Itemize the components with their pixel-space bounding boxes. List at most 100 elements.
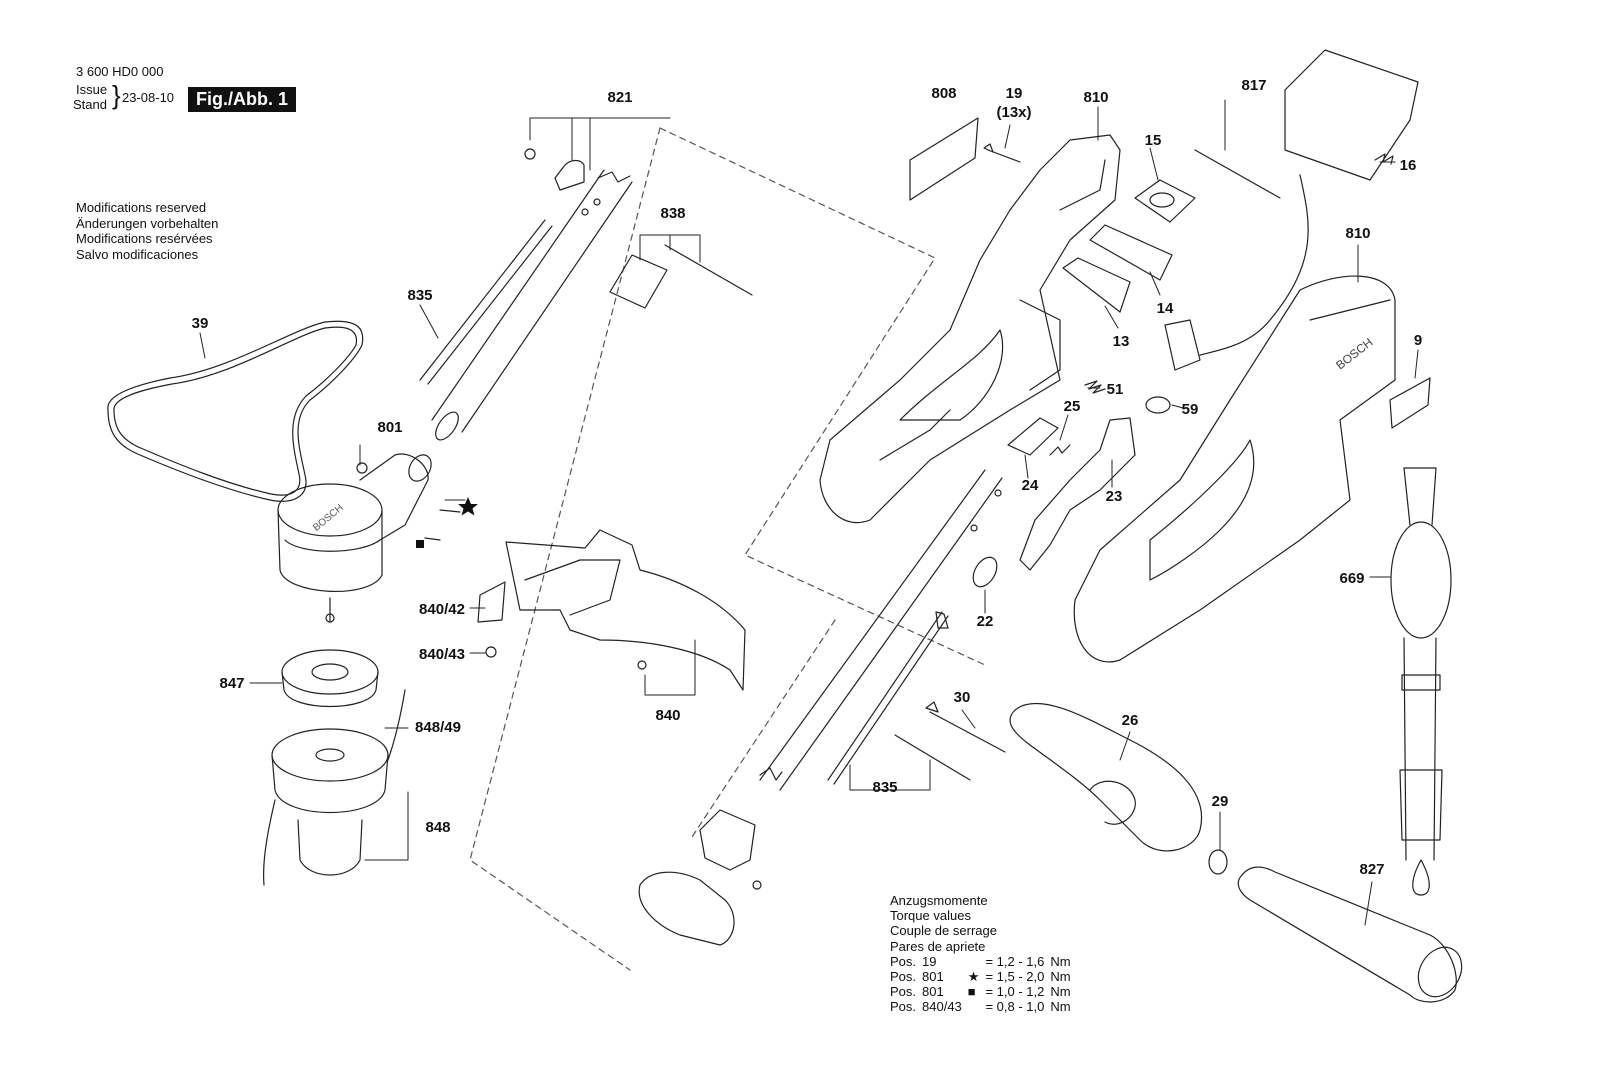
torque-title: Torque values — [890, 908, 971, 924]
switch-cover-part-14 — [1089, 224, 1173, 281]
callout-22: 22 — [977, 613, 994, 630]
star-mark — [458, 497, 478, 516]
torque-unit: Nm — [1050, 969, 1071, 985]
callout-9: 9 — [1414, 332, 1422, 349]
torque-unit: Nm — [1050, 984, 1071, 1000]
callout-848: 848 — [425, 819, 450, 836]
square-mark — [416, 540, 424, 548]
lock-button-part-24 — [1007, 417, 1059, 456]
cap-part-848 — [263, 689, 406, 886]
callout-817: 817 — [1241, 77, 1266, 94]
torque-pos: Pos. — [890, 969, 917, 985]
torque-title: Anzugsmomente — [890, 893, 988, 908]
tube-upper-part-821 — [431, 148, 633, 441]
modifications-line: Änderungen vorbehalten — [76, 215, 219, 231]
label-part-808 — [909, 117, 979, 201]
torque-table: Pos. 19 = 1,2 - 1,6 Nm Pos. 801 ★ = 1,5 … — [890, 954, 1077, 1015]
torque-item: 801 — [922, 969, 944, 985]
callout-848-49: 848/49 — [415, 719, 461, 736]
callout-840: 840 — [655, 707, 680, 724]
callout-838: 838 — [660, 205, 685, 222]
callout-51: 51 — [1107, 381, 1124, 398]
torque-value: = 1,5 - 2,0 — [985, 969, 1045, 985]
torque-mark — [968, 999, 986, 1014]
spool-part-847 — [281, 649, 379, 708]
callout-835: 835 — [407, 287, 432, 304]
callout-801: 801 — [377, 419, 402, 436]
callout-827: 827 — [1359, 861, 1384, 878]
torque-pos: Pos. — [890, 984, 917, 1000]
callout-29: 29 — [1212, 793, 1229, 810]
callout-840-42: 840/42 — [419, 601, 465, 618]
modifications-line: Salvo modificaciones — [76, 246, 199, 262]
cable-tie-part-835 — [894, 734, 971, 781]
document-number: 3 600 HD0 000 — [76, 64, 164, 79]
torque-mark — [968, 954, 986, 969]
torque-item: 840/43 — [922, 999, 962, 1015]
modifications-note: Modifications reserved Änderungen vorbeh… — [76, 200, 218, 262]
label-part-838 — [609, 244, 753, 309]
torque-item: 19 — [922, 953, 937, 969]
torque-row: Pos. 19 = 1,2 - 1,6 Nm — [890, 954, 1077, 969]
washer-part-29 — [1208, 849, 1228, 875]
aux-handle-part-26 — [1009, 702, 1203, 852]
callout-13: 13 — [1113, 333, 1130, 350]
bosch-logo-motor: BOSCH — [311, 502, 345, 533]
bosch-logo-housing: BOSCH — [1333, 335, 1375, 372]
callout-810-right: 810 — [1345, 225, 1370, 242]
brace: } — [112, 80, 121, 110]
issue-date: 23-08-10 — [122, 90, 175, 105]
modifications-line: Modifications resérvées — [76, 231, 213, 246]
torque-value: = 1,2 - 1,6 — [985, 953, 1045, 969]
torque-title: Couple de serrage — [890, 923, 997, 939]
torque-title: Pares de apriete — [890, 938, 986, 954]
grip-part-827 — [1237, 866, 1463, 1003]
callout-39: 39 — [192, 315, 209, 332]
torque-mark: ★ — [967, 969, 980, 985]
callout-59: 59 — [1182, 401, 1199, 418]
torque-unit: Nm — [1050, 953, 1071, 969]
button-part-15 — [1134, 179, 1196, 223]
figure-label: Fig./Abb. 1 — [188, 87, 296, 112]
torque-row: Pos. 801 ■ = 1,0 - 1,2 Nm — [890, 984, 1077, 999]
torque-pos: Pos. — [890, 999, 917, 1015]
torque-values-note: Anzugsmomente Torque values Couple de se… — [890, 893, 1077, 1015]
torque-row: Pos. 801 ★ = 1,5 - 2,0 Nm — [890, 969, 1077, 984]
washer-part-59 — [1145, 396, 1171, 414]
issue-label: Issue — [76, 82, 108, 97]
tube-lower-part-821 — [759, 469, 1003, 791]
callout-24: 24 — [1022, 477, 1039, 494]
housing-half-part-810-right — [1073, 275, 1396, 663]
rod-part-835 — [419, 219, 553, 385]
callout-23: 23 — [1106, 488, 1123, 505]
battery-part-817 — [1194, 49, 1419, 356]
callout-15: 15 — [1145, 132, 1162, 149]
torque-item: 801 — [922, 984, 944, 1000]
stand-label: Stand — [73, 97, 107, 112]
label-part-9 — [1389, 377, 1431, 429]
callout-16: 16 — [1400, 157, 1417, 174]
guard-part-840 — [477, 529, 746, 691]
callout-835-lower: 835 — [872, 779, 897, 796]
bolt-part-30 — [925, 701, 1006, 753]
callout-30: 30 — [954, 689, 971, 706]
screw-part-19 — [983, 143, 1021, 163]
cable-loop-part-39 — [107, 320, 364, 502]
strap-part-669 — [1390, 467, 1452, 896]
callout-13x: (13x) — [996, 104, 1031, 121]
motor-head-part-801 — [277, 453, 461, 623]
callout-847: 847 — [219, 675, 244, 692]
housing-half-part-810 — [819, 134, 1121, 524]
callout-810: 810 — [1083, 89, 1108, 106]
assembly-guide-lines — [469, 127, 986, 971]
callout-26: 26 — [1122, 712, 1139, 729]
switch-part-13 — [1062, 257, 1131, 313]
callout-808: 808 — [931, 85, 956, 102]
coupler-parts — [638, 809, 762, 946]
callout-leaders — [199, 99, 1419, 926]
torque-unit: Nm — [1050, 999, 1071, 1015]
modifications-line: Modifications reserved — [76, 200, 207, 215]
torque-row: Pos. 840/43 = 0,8 - 1,0 Nm — [890, 999, 1077, 1014]
